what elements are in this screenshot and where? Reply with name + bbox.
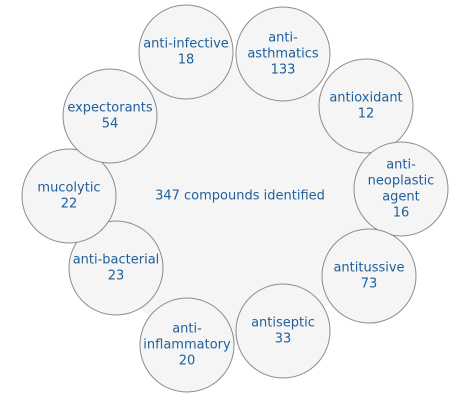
category-count: 16 [393, 206, 410, 221]
category-label: expectorants [67, 101, 153, 116]
category-label: anti-bacterial [73, 253, 160, 268]
category-label: mucolytic [37, 181, 100, 196]
category-circle [62, 68, 158, 164]
category-count: 73 [361, 277, 378, 292]
category-circle [353, 141, 449, 237]
category-label: antioxidant [329, 91, 402, 106]
category-count: 20 [179, 354, 196, 369]
category-label: anti- [268, 31, 298, 46]
category-count: 23 [108, 269, 125, 284]
category-circle [321, 228, 417, 324]
category-count: 18 [178, 53, 195, 68]
category-label: anti-infective [143, 37, 229, 52]
category-label: neoplastic [368, 174, 435, 189]
category-circle [235, 6, 331, 102]
category-label: antiseptic [251, 316, 315, 331]
category-label: asthmatics [247, 47, 319, 62]
category-circle [235, 283, 331, 379]
category-circle [318, 58, 414, 154]
category-circle [138, 4, 234, 100]
center-label: 347 compounds identified [155, 189, 325, 204]
category-label: anti- [386, 158, 416, 173]
category-label: anti- [172, 322, 202, 337]
category-circle [21, 148, 117, 244]
category-label: inflammatory [143, 338, 231, 353]
category-label: antitussive [333, 261, 404, 276]
category-count: 22 [61, 197, 78, 212]
category-count: 33 [275, 332, 292, 347]
category-count: 54 [102, 117, 119, 132]
category-circles: anti-infective18anti-asthmatics133antiox… [21, 4, 449, 393]
category-label: agent [382, 190, 420, 205]
category-circle [139, 297, 235, 393]
category-count: 133 [271, 63, 296, 78]
category-circle [68, 220, 164, 316]
category-count: 12 [358, 107, 375, 122]
